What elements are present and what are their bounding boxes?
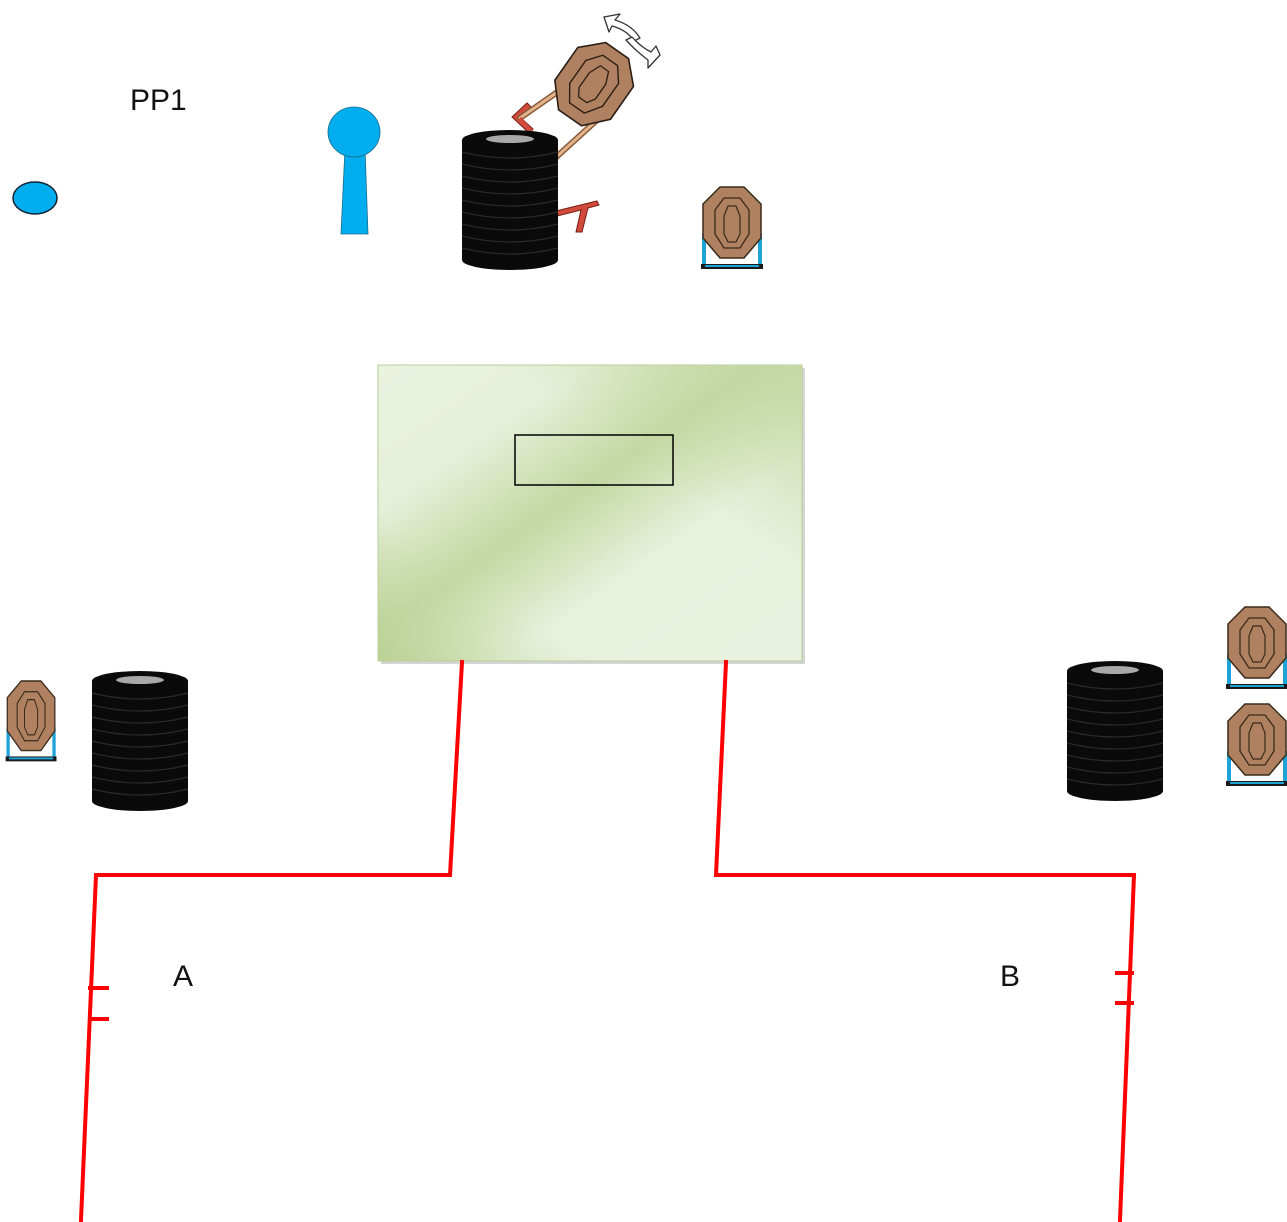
wall-port (514, 434, 674, 486)
fault-lines (78, 659, 1137, 1222)
fault-line-right (713, 659, 1137, 1222)
tire-stack-right-icon (1066, 660, 1164, 802)
fault-line-left (78, 659, 465, 1222)
swinger-target-icon (511, 41, 635, 233)
pp1-marker-icon (12, 181, 58, 215)
start-position-label: PP1 (130, 84, 187, 117)
paper-target-right-upper-icon (1225, 606, 1287, 690)
blue-popper-icon (327, 106, 381, 235)
tire-stack-top-icon (461, 129, 559, 271)
paper-target-right-lower-icon (1225, 703, 1287, 787)
area-a-label: A (173, 960, 194, 993)
area-b-label: B (1000, 960, 1021, 993)
paper-target-left-icon (4, 680, 58, 763)
rotate-arrows-icon (603, 13, 661, 69)
wall (377, 364, 805, 664)
tire-stack-left-icon (91, 670, 189, 812)
paper-target-top-icon (700, 186, 764, 270)
